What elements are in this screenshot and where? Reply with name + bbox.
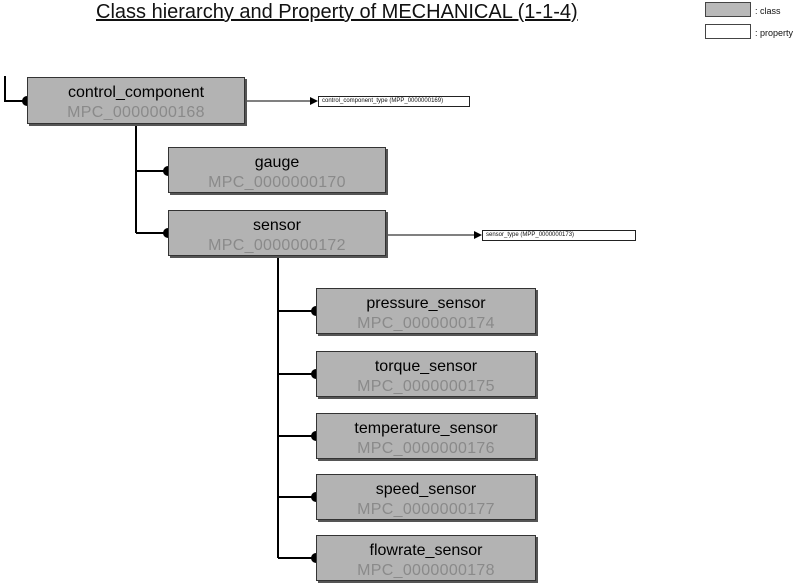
legend-property-label: : property — [755, 28, 794, 38]
control-component-property-arrowhead — [310, 97, 318, 105]
class-name: sensor — [252, 217, 302, 234]
property-sensor-type[interactable]: sensor_type (MPP_0000000173) — [482, 230, 636, 241]
class-code: MPC_0000000170 — [208, 174, 346, 191]
diagram-title: Class hierarchy and Property of MECHANIC… — [96, 1, 578, 23]
class-node-gauge[interactable]: gauge MPC_0000000170 — [168, 147, 386, 193]
class-node-sensor[interactable]: sensor MPC_0000000172 — [168, 210, 386, 256]
class-name: flowrate_sensor — [369, 542, 483, 559]
class-code: MPC_0000000172 — [208, 237, 346, 254]
class-name: control_component — [67, 84, 205, 101]
class-name: gauge — [254, 154, 300, 171]
legend-class-label: : class — [755, 6, 781, 16]
property-control-component-type[interactable]: control_component_type (MPP_0000000169) — [318, 96, 470, 107]
legend-property-swatch — [705, 24, 751, 39]
class-name: pressure_sensor — [366, 295, 486, 312]
class-node-speed-sensor[interactable]: speed_sensor MPC_0000000177 — [316, 474, 536, 520]
class-name: temperature_sensor — [354, 420, 498, 437]
class-code: MPC_0000000176 — [357, 440, 495, 457]
class-node-flowrate-sensor[interactable]: flowrate_sensor MPC_0000000178 — [316, 535, 536, 581]
class-code: MPC_0000000175 — [357, 378, 495, 395]
root-entry-line — [4, 76, 27, 102]
class-node-temperature-sensor[interactable]: temperature_sensor MPC_0000000176 — [316, 413, 536, 459]
class-node-control-component[interactable]: control_component MPC_0000000168 — [27, 77, 245, 124]
class-node-pressure-sensor[interactable]: pressure_sensor MPC_0000000174 — [316, 288, 536, 334]
class-code: MPC_0000000178 — [357, 562, 495, 579]
legend-class-swatch — [705, 2, 751, 17]
class-name: torque_sensor — [374, 358, 478, 375]
class-code: MPC_0000000168 — [67, 104, 205, 121]
class-name: speed_sensor — [375, 481, 477, 498]
class-code: MPC_0000000174 — [357, 315, 495, 332]
class-node-torque-sensor[interactable]: torque_sensor MPC_0000000175 — [316, 351, 536, 397]
sensor-property-arrowhead — [474, 231, 482, 239]
class-code: MPC_0000000177 — [357, 501, 495, 518]
